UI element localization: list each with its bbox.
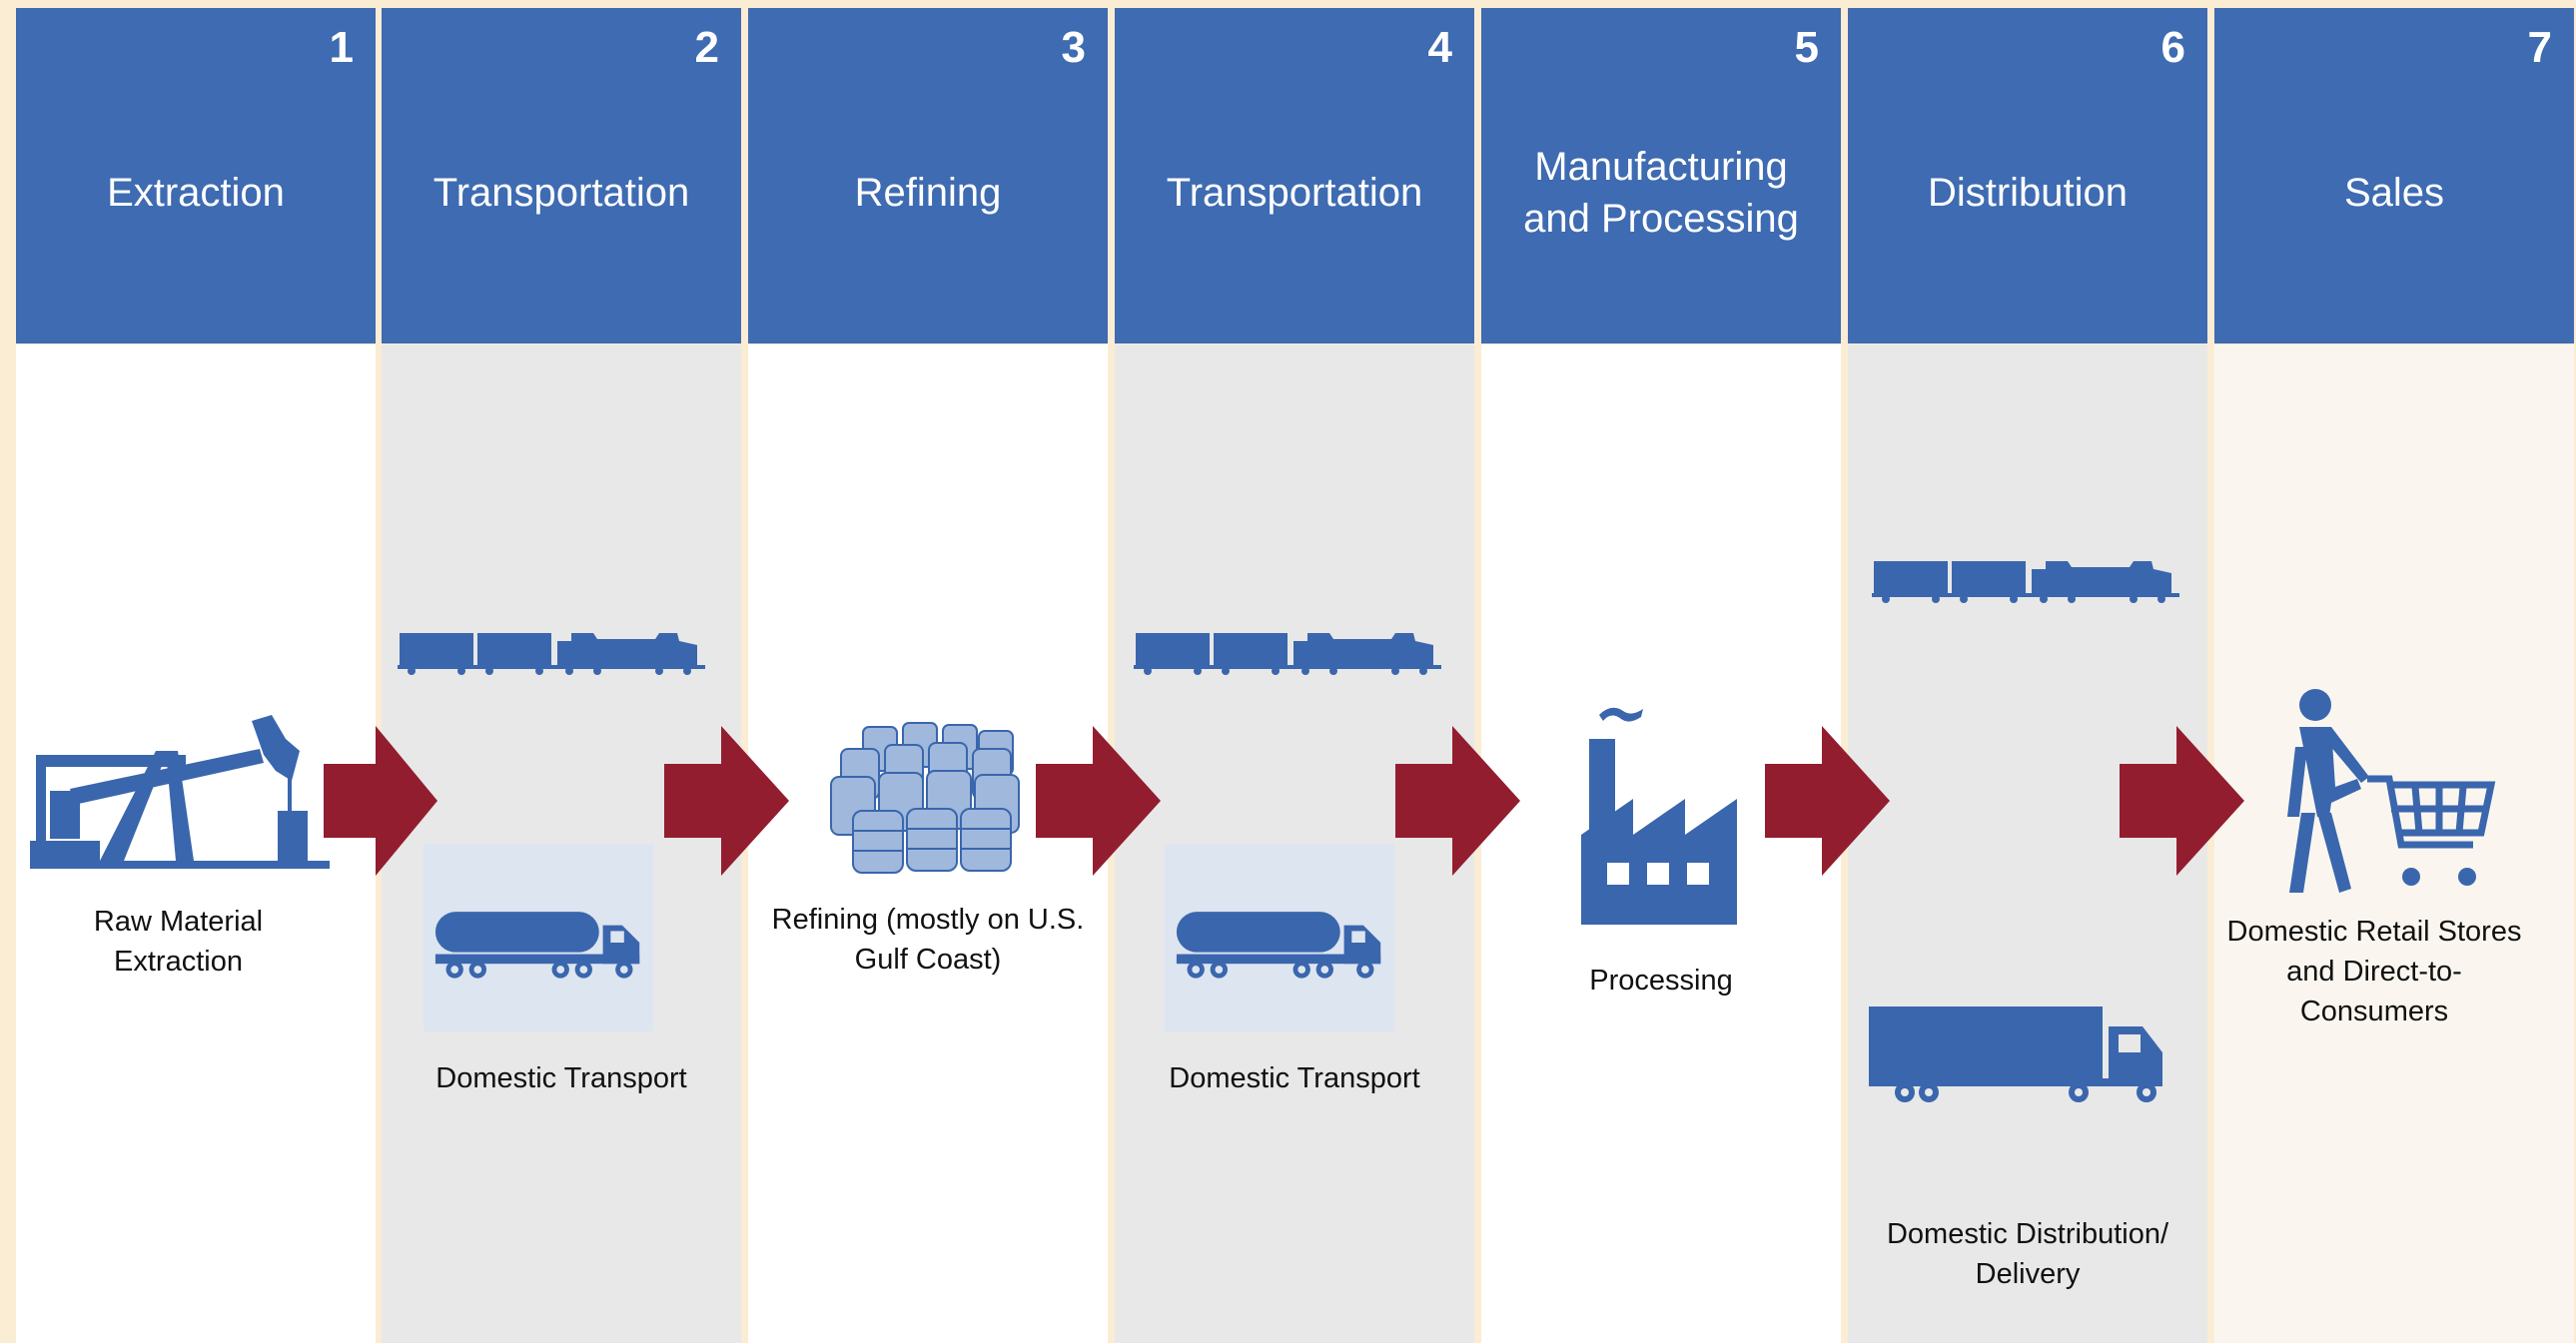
shopper-cart-icon	[2287, 689, 2496, 893]
column-body	[1848, 344, 2207, 1343]
step-title: Sales	[2343, 171, 2445, 215]
step-header: 6 Distribution	[1848, 8, 2207, 343]
step-header: 3 Refining	[748, 8, 1108, 343]
step-header: 7 Sales	[2214, 8, 2574, 343]
tanker-truck-panel	[1165, 844, 1394, 1031]
freight-train-icon	[1872, 555, 2181, 605]
step-number: 7	[2527, 23, 2552, 72]
right-arrow-icon	[2120, 726, 2244, 876]
step-label-sales: Domestic Retail Stores and Direct-to- Co…	[2226, 916, 2522, 1027]
step-number: 1	[329, 23, 354, 72]
right-arrow-icon	[1765, 726, 1890, 876]
step-label-transport-1: Domestic Transport	[435, 1062, 687, 1094]
step-number: 3	[1061, 23, 1086, 72]
step-number: 5	[1794, 23, 1819, 72]
step-column-1: 1 Extraction	[16, 0, 376, 1343]
step-column-3: 3 Refining	[748, 0, 1108, 1343]
factory-icon	[1581, 707, 1737, 925]
step-label-transport-2: Domestic Transport	[1169, 1062, 1420, 1094]
tanker-truck-icon	[433, 904, 645, 982]
oil-barrels-icon	[830, 722, 1020, 874]
step-header: 2 Transportation	[382, 8, 741, 343]
step-title: Transportation	[1166, 171, 1423, 215]
step-title: Transportation	[432, 171, 690, 215]
step-title: Distribution	[1927, 171, 2129, 215]
step-label-refining: Refining (mostly on U.S. Gulf Coast)	[771, 904, 1085, 976]
step-label-extraction: Raw Material Extraction	[93, 906, 264, 978]
right-arrow-icon	[1036, 726, 1161, 876]
column-body	[2214, 344, 2574, 1343]
step-title: Extraction	[107, 171, 285, 215]
right-arrow-icon	[1395, 726, 1520, 876]
step-number: 2	[694, 23, 719, 72]
step-title: Manufacturing and Processing	[1523, 145, 1799, 241]
step-header: 5 Manufacturing and Processing	[1481, 8, 1841, 343]
step-label-distribution: Domestic Distribution/ Delivery	[1886, 1218, 2169, 1290]
right-arrow-icon	[664, 726, 789, 876]
freight-train-icon	[398, 627, 707, 677]
right-arrow-icon	[324, 726, 437, 876]
step-header: 4 Transportation	[1115, 8, 1474, 343]
tanker-truck-panel	[424, 844, 653, 1031]
step-label-processing: Processing	[1589, 965, 1733, 997]
step-number: 6	[2160, 23, 2185, 72]
step-title: Refining	[854, 171, 1002, 215]
step-number: 4	[1427, 23, 1452, 72]
oil-pump-jack-icon	[30, 715, 330, 869]
freight-train-icon	[1134, 627, 1443, 677]
step-header: 1 Extraction	[16, 8, 376, 343]
semi-truck-icon	[1866, 1005, 2167, 1104]
step-column-5: 5 Manufacturing and Processing	[1481, 0, 1841, 1343]
step-column-6: 6 Distribution	[1848, 0, 2207, 1343]
step-column-7: 7 Sales	[2214, 0, 2574, 1343]
tanker-truck-icon	[1175, 904, 1386, 982]
